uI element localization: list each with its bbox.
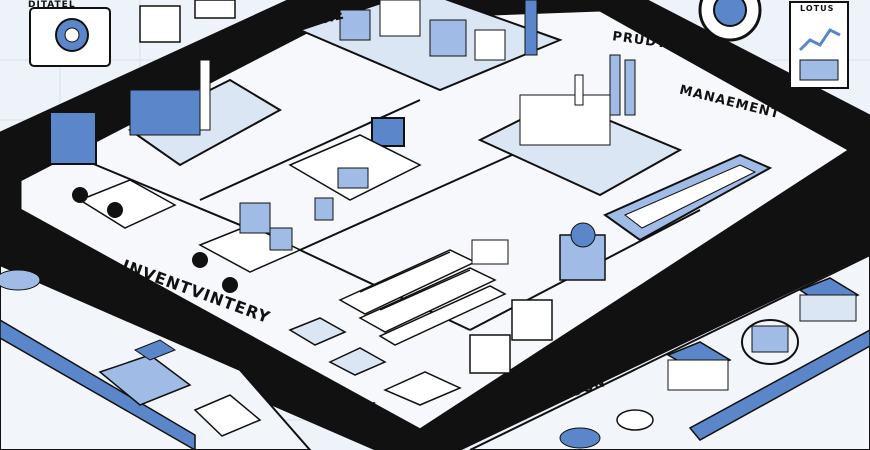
inventory-racks xyxy=(338,249,507,346)
lower-right-devices xyxy=(559,277,860,449)
lower-left-devices xyxy=(0,269,262,437)
factory-block-right xyxy=(477,54,683,197)
machines-bottom xyxy=(288,222,606,406)
label-corner-top-left: DITATEL xyxy=(28,0,76,10)
factory-block-top xyxy=(297,0,563,92)
top-left-panels xyxy=(29,0,236,67)
office-area-left xyxy=(49,111,302,293)
production-line-right xyxy=(602,153,773,242)
label-corner-top-right: LOTUS xyxy=(800,4,835,13)
center-monitors xyxy=(288,117,422,221)
conveyor-strip-right xyxy=(688,329,870,441)
top-right-panels xyxy=(698,0,849,89)
control-room xyxy=(128,59,283,167)
